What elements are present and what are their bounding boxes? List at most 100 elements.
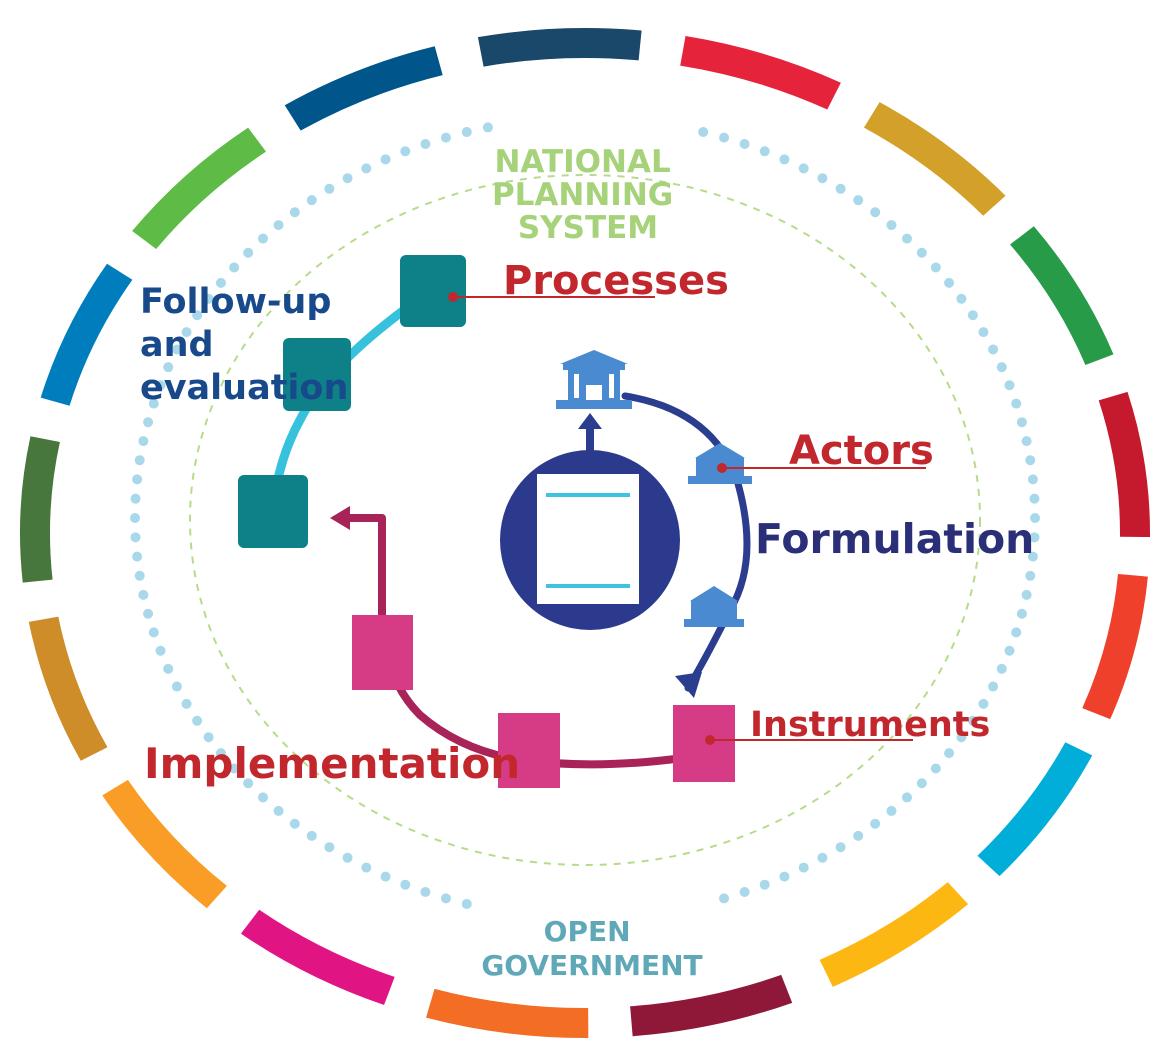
follow-up-and-evaluation-label: Follow-up and evaluation [140, 282, 348, 408]
ring-dot [996, 362, 1007, 373]
ring-dot [138, 436, 149, 447]
follow-up-connector-arc [268, 285, 437, 515]
ring-dot [817, 852, 828, 863]
ring-dot [155, 645, 166, 656]
ring-dot [130, 513, 140, 523]
ring-dot [759, 146, 770, 157]
ring-dot [289, 207, 300, 218]
ring-segment [477, 27, 642, 67]
ring-dot [440, 893, 451, 904]
process-square-top [400, 255, 466, 327]
ring-dot [440, 132, 451, 143]
ring-dot [996, 663, 1007, 674]
ring-dot [930, 763, 941, 774]
ring-segment [19, 436, 60, 583]
ring-dot [461, 127, 472, 138]
ring-dot [171, 344, 182, 355]
ring-dot [215, 277, 226, 288]
center-up-arrowhead [578, 413, 602, 429]
ring-dot [967, 715, 978, 726]
ring-dot [853, 830, 864, 841]
ring-dot [148, 398, 159, 409]
ring-segment [977, 742, 1093, 877]
ring-dot [1011, 398, 1022, 409]
ring-dot [1021, 436, 1032, 447]
ring-dot [978, 698, 989, 709]
formulation-arrowhead [675, 672, 702, 698]
ring-dot [902, 792, 913, 803]
instrument-document-right [673, 705, 735, 782]
ring-dot [978, 327, 989, 338]
ring-dot [192, 310, 203, 321]
ring-dot [956, 732, 967, 743]
ring-dot [930, 262, 941, 273]
ring-dot [380, 154, 391, 165]
ring-segment [630, 974, 793, 1037]
ring-dot [956, 293, 967, 304]
ring-dot [1004, 380, 1015, 391]
ring-dot [988, 344, 999, 355]
instruments-label: Instruments [750, 705, 990, 745]
ring-dot [719, 893, 730, 904]
ring-dot [461, 898, 472, 909]
ring-dot [779, 871, 790, 882]
ring-segment [680, 36, 841, 110]
formulation-label: Formulation [755, 515, 1034, 563]
ring-dot [163, 362, 174, 373]
ring-dot [306, 830, 317, 841]
national-planning-dashed-ring [189, 174, 981, 866]
ring-dot [289, 818, 300, 829]
actor-building-icon-lower [684, 586, 744, 627]
ring-dot [134, 455, 145, 466]
ring-dot [798, 862, 809, 873]
national-planning-system-label: NATIONAL PLANNING SYSTEM [492, 144, 684, 246]
ring-dot [835, 842, 846, 853]
instruments-callout-dot [705, 735, 715, 745]
ring-segment [284, 46, 443, 131]
ring-dot [203, 293, 214, 304]
ring-dot [420, 138, 431, 149]
ring-dot [143, 417, 154, 428]
ring-dot [420, 887, 431, 898]
actors-label: Actors [789, 428, 934, 474]
ring-dot [1016, 417, 1027, 428]
ring-dot [181, 327, 192, 338]
ring-segment [1098, 391, 1150, 538]
ring-segment [1010, 226, 1114, 365]
process-square-bottom [238, 475, 308, 548]
ring-dot [698, 127, 709, 138]
ring-dot [380, 871, 391, 882]
ring-dot [132, 551, 143, 562]
ring-dot [132, 474, 143, 485]
institution-building-icon [556, 350, 632, 409]
ring-dot [400, 879, 411, 890]
ring-dot [130, 493, 141, 504]
ring-dot [853, 195, 864, 206]
ring-segment [863, 102, 1006, 216]
ring-dot [163, 663, 174, 674]
ring-dot [835, 183, 846, 194]
ring-dot [870, 818, 881, 829]
ring-dot [798, 163, 809, 174]
ring-segment [426, 988, 589, 1038]
ring-dot [886, 805, 897, 816]
ring-dot [257, 233, 268, 244]
ring-dot [192, 715, 203, 726]
ring-dot [1016, 608, 1027, 619]
ring-segment [102, 779, 227, 909]
ring-dot [229, 262, 240, 273]
ring-dot [916, 778, 927, 789]
ring-dot [902, 233, 913, 244]
ring-dot [361, 163, 372, 174]
ring-dot [1027, 551, 1038, 562]
ring-dot [1025, 570, 1036, 581]
ring-dot [759, 879, 770, 890]
ring-dot [1029, 532, 1040, 543]
ring-dot [1027, 474, 1038, 485]
ring-dot [944, 748, 955, 759]
ring-segment [1082, 574, 1148, 720]
processes-callout-dot [448, 292, 458, 302]
ring-dot [138, 589, 149, 600]
ring-dot [243, 778, 254, 789]
ring-dot [1021, 589, 1032, 600]
